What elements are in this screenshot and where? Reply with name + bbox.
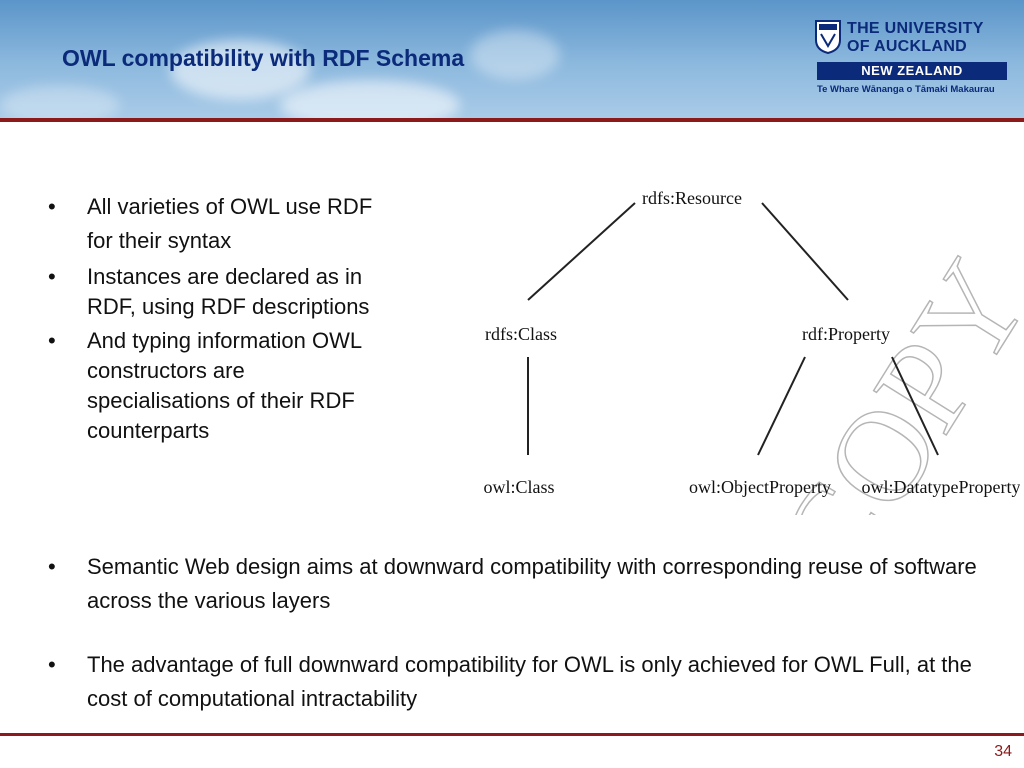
bullet-item: All varieties of OWL use RDF for their s… [48, 190, 388, 258]
bullet-item: Semantic Web design aims at downward com… [48, 550, 988, 618]
logo-country-bar: NEW ZEALAND [817, 62, 1007, 80]
bullet-item: And typing information OWL constructors … [48, 326, 388, 446]
sky-cloud [0, 85, 120, 118]
logo-line-2: OF AUCKLAND [847, 38, 968, 55]
page-number: 34 [994, 743, 1012, 760]
sky-cloud [470, 30, 560, 80]
sky-cloud [280, 80, 460, 118]
node-owl-datatype-property: owl:DatatypeProperty [862, 477, 1020, 497]
logo-line-1: THE UNIVERSITY [847, 20, 984, 37]
node-rdfs-resource: rdfs:Resource [642, 188, 742, 208]
diagram-watermark: COPY [751, 237, 1020, 515]
edge-property-datatypeproperty [891, 356, 939, 456]
left-bullet-list: All varieties of OWL use RDF for their s… [48, 190, 388, 450]
bottom-bullet-list: Semantic Web design aims at downward com… [48, 550, 988, 746]
node-owl-object-property: owl:ObjectProperty [689, 477, 831, 497]
slide-header: OWL compatibility with RDF Schema THE UN… [0, 0, 1024, 118]
rdf-owl-hierarchy-diagram: COPY rdfs:Resource rdfs:Class rdf:Proper… [483, 188, 1020, 515]
header-divider [0, 118, 1024, 122]
sky-cloud [170, 40, 310, 100]
logo-tagline: Te Whare Wānanga o Tāmaki Makaurau [817, 84, 995, 95]
slide-title: OWL compatibility with RDF Schema [62, 45, 465, 71]
edge-resource-property [761, 202, 849, 301]
bullet-item: Instances are declared as in RDF, using … [48, 262, 388, 322]
footer-divider [0, 733, 1024, 736]
edge-resource-class [527, 202, 636, 301]
node-rdf-property: rdf:Property [802, 324, 890, 344]
edge-property-objectproperty [757, 356, 806, 456]
node-rdfs-class: rdfs:Class [485, 324, 557, 344]
university-logo: THE UNIVERSITY OF AUCKLAND NEW ZEALAND T… [815, 18, 1011, 100]
university-crest-icon [815, 20, 841, 54]
node-owl-class: owl:Class [483, 477, 554, 497]
bullet-item: The advantage of full downward compatibi… [48, 648, 988, 716]
